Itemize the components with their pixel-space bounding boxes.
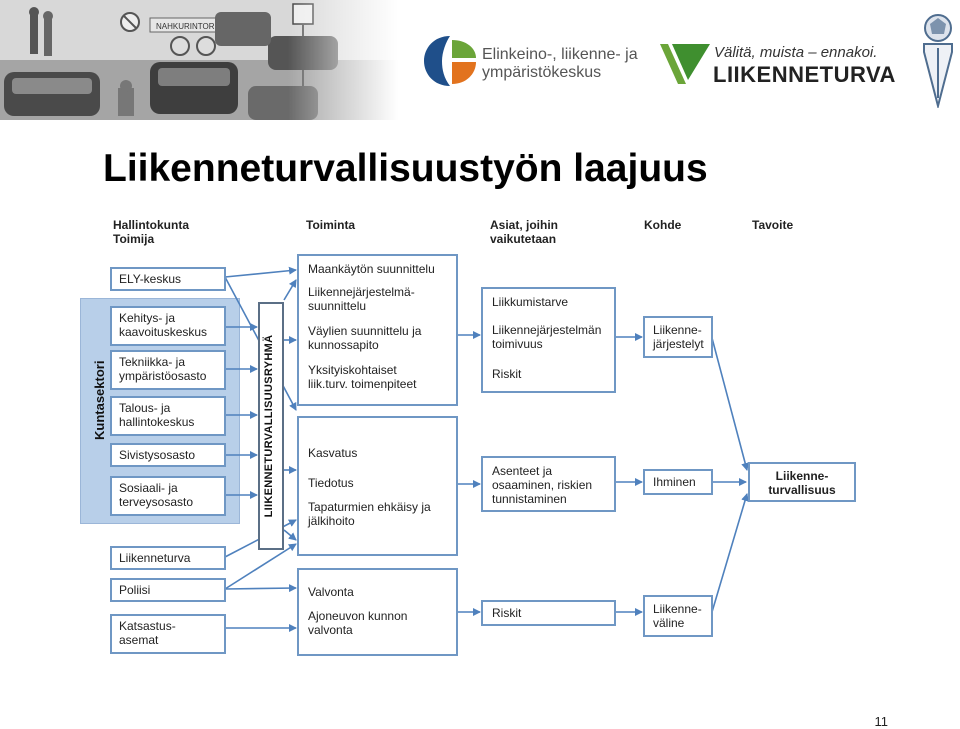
target-valine: Liikenne- väline	[643, 595, 713, 637]
activity-group-education: Kasvatus Tiedotus Tapaturmien ehkäisy ja…	[297, 416, 458, 556]
arrow-t1-goal	[711, 337, 750, 471]
page-number: 11	[874, 714, 889, 729]
activity-tapaturma-line1: Tapaturmien ehkäisy ja	[308, 500, 431, 514]
actor-tekniikka-line1: Tekniikka- ja	[119, 355, 186, 369]
actor-talous-line2: hallintokeskus	[119, 415, 195, 429]
issue-asenteet-line3: tunnistaminen	[492, 492, 567, 506]
column-header-issues-line1: Asiat, joihin	[490, 218, 559, 232]
target-valine-line1: Liikenne-	[653, 602, 702, 616]
goal-line1: Liikenne-	[775, 469, 829, 483]
actor-sosiaali: Sosiaali- ja terveysosasto	[110, 476, 226, 516]
actor-poliisi-label: Poliisi	[119, 583, 151, 597]
actor-katsastus-line1: Katsastus-	[119, 619, 176, 633]
activity-group-enforcement: Valvonta Ajoneuvon kunnon valvonta	[297, 568, 458, 656]
activity-tiedotus: Tiedotus	[308, 476, 354, 490]
page-title: Liikenneturvallisuustyön laajuus	[103, 147, 708, 190]
issue-asenteet-line1: Asenteet ja	[492, 464, 553, 478]
activity-kasvatus: Kasvatus	[308, 446, 358, 460]
goal-line2: turvallisuus	[768, 483, 836, 497]
liikenneturva-logo-icon	[660, 44, 710, 84]
actor-sosiaali-line2: terveysosasto	[119, 495, 194, 509]
actor-kehitys: Kehitys- ja kaavoituskeskus	[110, 306, 226, 346]
issue-riskit-2: Riskit	[492, 606, 522, 620]
ely-logo-icon	[424, 36, 476, 86]
activity-yksity-line1: Yksityiskohtaiset	[308, 363, 397, 377]
actor-poliisi: Poliisi	[110, 578, 226, 602]
target-ihminen: Ihminen	[643, 469, 713, 495]
arrow-poliisi-b	[224, 543, 297, 590]
activity-ajoneuvo-line2: valvonta	[308, 623, 353, 637]
actor-katsastus: Katsastus- asemat	[110, 614, 226, 654]
activity-ljs-line2: suunnittelu	[308, 299, 367, 313]
column-header-goal: Tavoite	[752, 218, 794, 232]
actor-katsastus-line2: asemat	[119, 633, 159, 647]
actor-sosiaali-line1: Sosiaali- ja	[119, 481, 178, 495]
ryhma-label: LIIKENNETURVALLISUUSRYHMÄ	[263, 334, 275, 518]
actor-sivistys-label: Sivistysosasto	[119, 448, 196, 462]
ely-logo-line1: Elinkeino-, liikenne- ja	[482, 46, 638, 63]
activity-vaylat-line2: kunnossapito	[308, 338, 379, 352]
photo-fade	[288, 0, 398, 120]
issue-liikkumistarve: Liikkumistarve	[492, 295, 569, 309]
arrow-ryhma-a	[283, 279, 297, 301]
column-header-actor-line1: Hallintokunta	[113, 218, 190, 232]
header-street-photo: NAHKURINTORI	[0, 0, 398, 120]
ryhma-box	[258, 302, 284, 550]
issue-riskit-1: Riskit	[492, 367, 522, 381]
actor-ely-label: ELY-keskus	[119, 272, 182, 286]
actor-talous-line1: Talous- ja	[119, 401, 171, 415]
actor-liikenneturva: Liikenneturva	[110, 546, 226, 570]
actor-sivistys: Sivistysosasto	[110, 443, 226, 467]
issues-group-1: Liikkumistarve Liikennejärjestelmän toim…	[481, 287, 616, 393]
ely-logo-line2: ympäristökeskus	[482, 64, 602, 81]
target-jarjestelyt-line1: Liikenne-	[653, 323, 702, 337]
activity-tapaturma-line2: jälkihoito	[308, 514, 355, 528]
column-header-activity: Toiminta	[306, 218, 356, 232]
issues-group-3: Riskit	[481, 600, 616, 626]
arrow-poliisi-c	[224, 584, 297, 593]
actor-talous: Talous- ja hallintokeskus	[110, 396, 226, 436]
actor-tekniikka: Tekniikka- ja ympäristöosasto	[110, 350, 226, 390]
target-jarjestelyt-line2: järjestelyt	[653, 337, 704, 351]
actor-ely-keskus: ELY-keskus	[110, 267, 226, 291]
activity-maankaytto: Maankäytön suunnittelu	[308, 262, 435, 276]
actor-kehitys-line2: kaavoituskeskus	[119, 325, 208, 339]
actor-kehitys-line1: Kehitys- ja	[119, 311, 176, 325]
arrow-ely-maankaytto	[224, 266, 297, 278]
liikenneturva-name: LIIKENNETURVA	[713, 62, 896, 87]
street-sign-text: NAHKURINTORI	[156, 22, 217, 31]
column-header-issues: Asiat, joihin vaikutetaan	[490, 218, 558, 246]
issues-group-2: Asenteet ja osaaminen, riskien tunnistam…	[481, 456, 616, 512]
column-header-actor: Hallintokunta Toimija	[113, 218, 189, 246]
activity-valvonta: Valvonta	[308, 585, 354, 599]
arrow-t3-goal	[711, 493, 749, 613]
target-valine-line2: väline	[653, 616, 685, 630]
ely-logo-text: Elinkeino-, liikenne- ja ympäristökeskus	[482, 46, 638, 82]
arrow-ryhma-b2	[283, 529, 297, 541]
police-emblem-icon	[923, 14, 953, 108]
activity-group-planning: Maankäytön suunnittelu Liikennejärjestel…	[297, 254, 458, 406]
actor-tekniikka-line2: ympäristöosasto	[119, 369, 207, 383]
actor-liikenneturva-label: Liikenneturva	[119, 551, 191, 565]
activity-ljs-line1: Liikennejärjestelmä-	[308, 285, 415, 299]
target-jarjestelyt: Liikenne- järjestelyt	[643, 316, 713, 358]
activity-yksity-line2: liik.turv. toimenpiteet	[308, 377, 417, 391]
activity-ajoneuvo-line1: Ajoneuvon kunnon	[308, 609, 408, 623]
target-ihminen-label: Ihminen	[653, 475, 696, 489]
issue-ljs-line2: toimivuus	[492, 337, 543, 351]
column-header-target: Kohde	[644, 218, 682, 232]
column-header-actor-line2: Toimija	[113, 232, 155, 246]
issue-ljs-line1: Liikennejärjestelmän	[492, 323, 602, 337]
issue-asenteet-line2: osaaminen, riskien	[492, 478, 593, 492]
activity-vaylat-line1: Väylien suunnittelu ja	[308, 324, 422, 338]
column-header-issues-line2: vaikutetaan	[490, 232, 557, 246]
liikenneturva-slogan: Välitä, muista – ennakoi.	[714, 44, 878, 61]
goal-liikenneturvallisuus: Liikenne- turvallisuus	[748, 462, 856, 502]
